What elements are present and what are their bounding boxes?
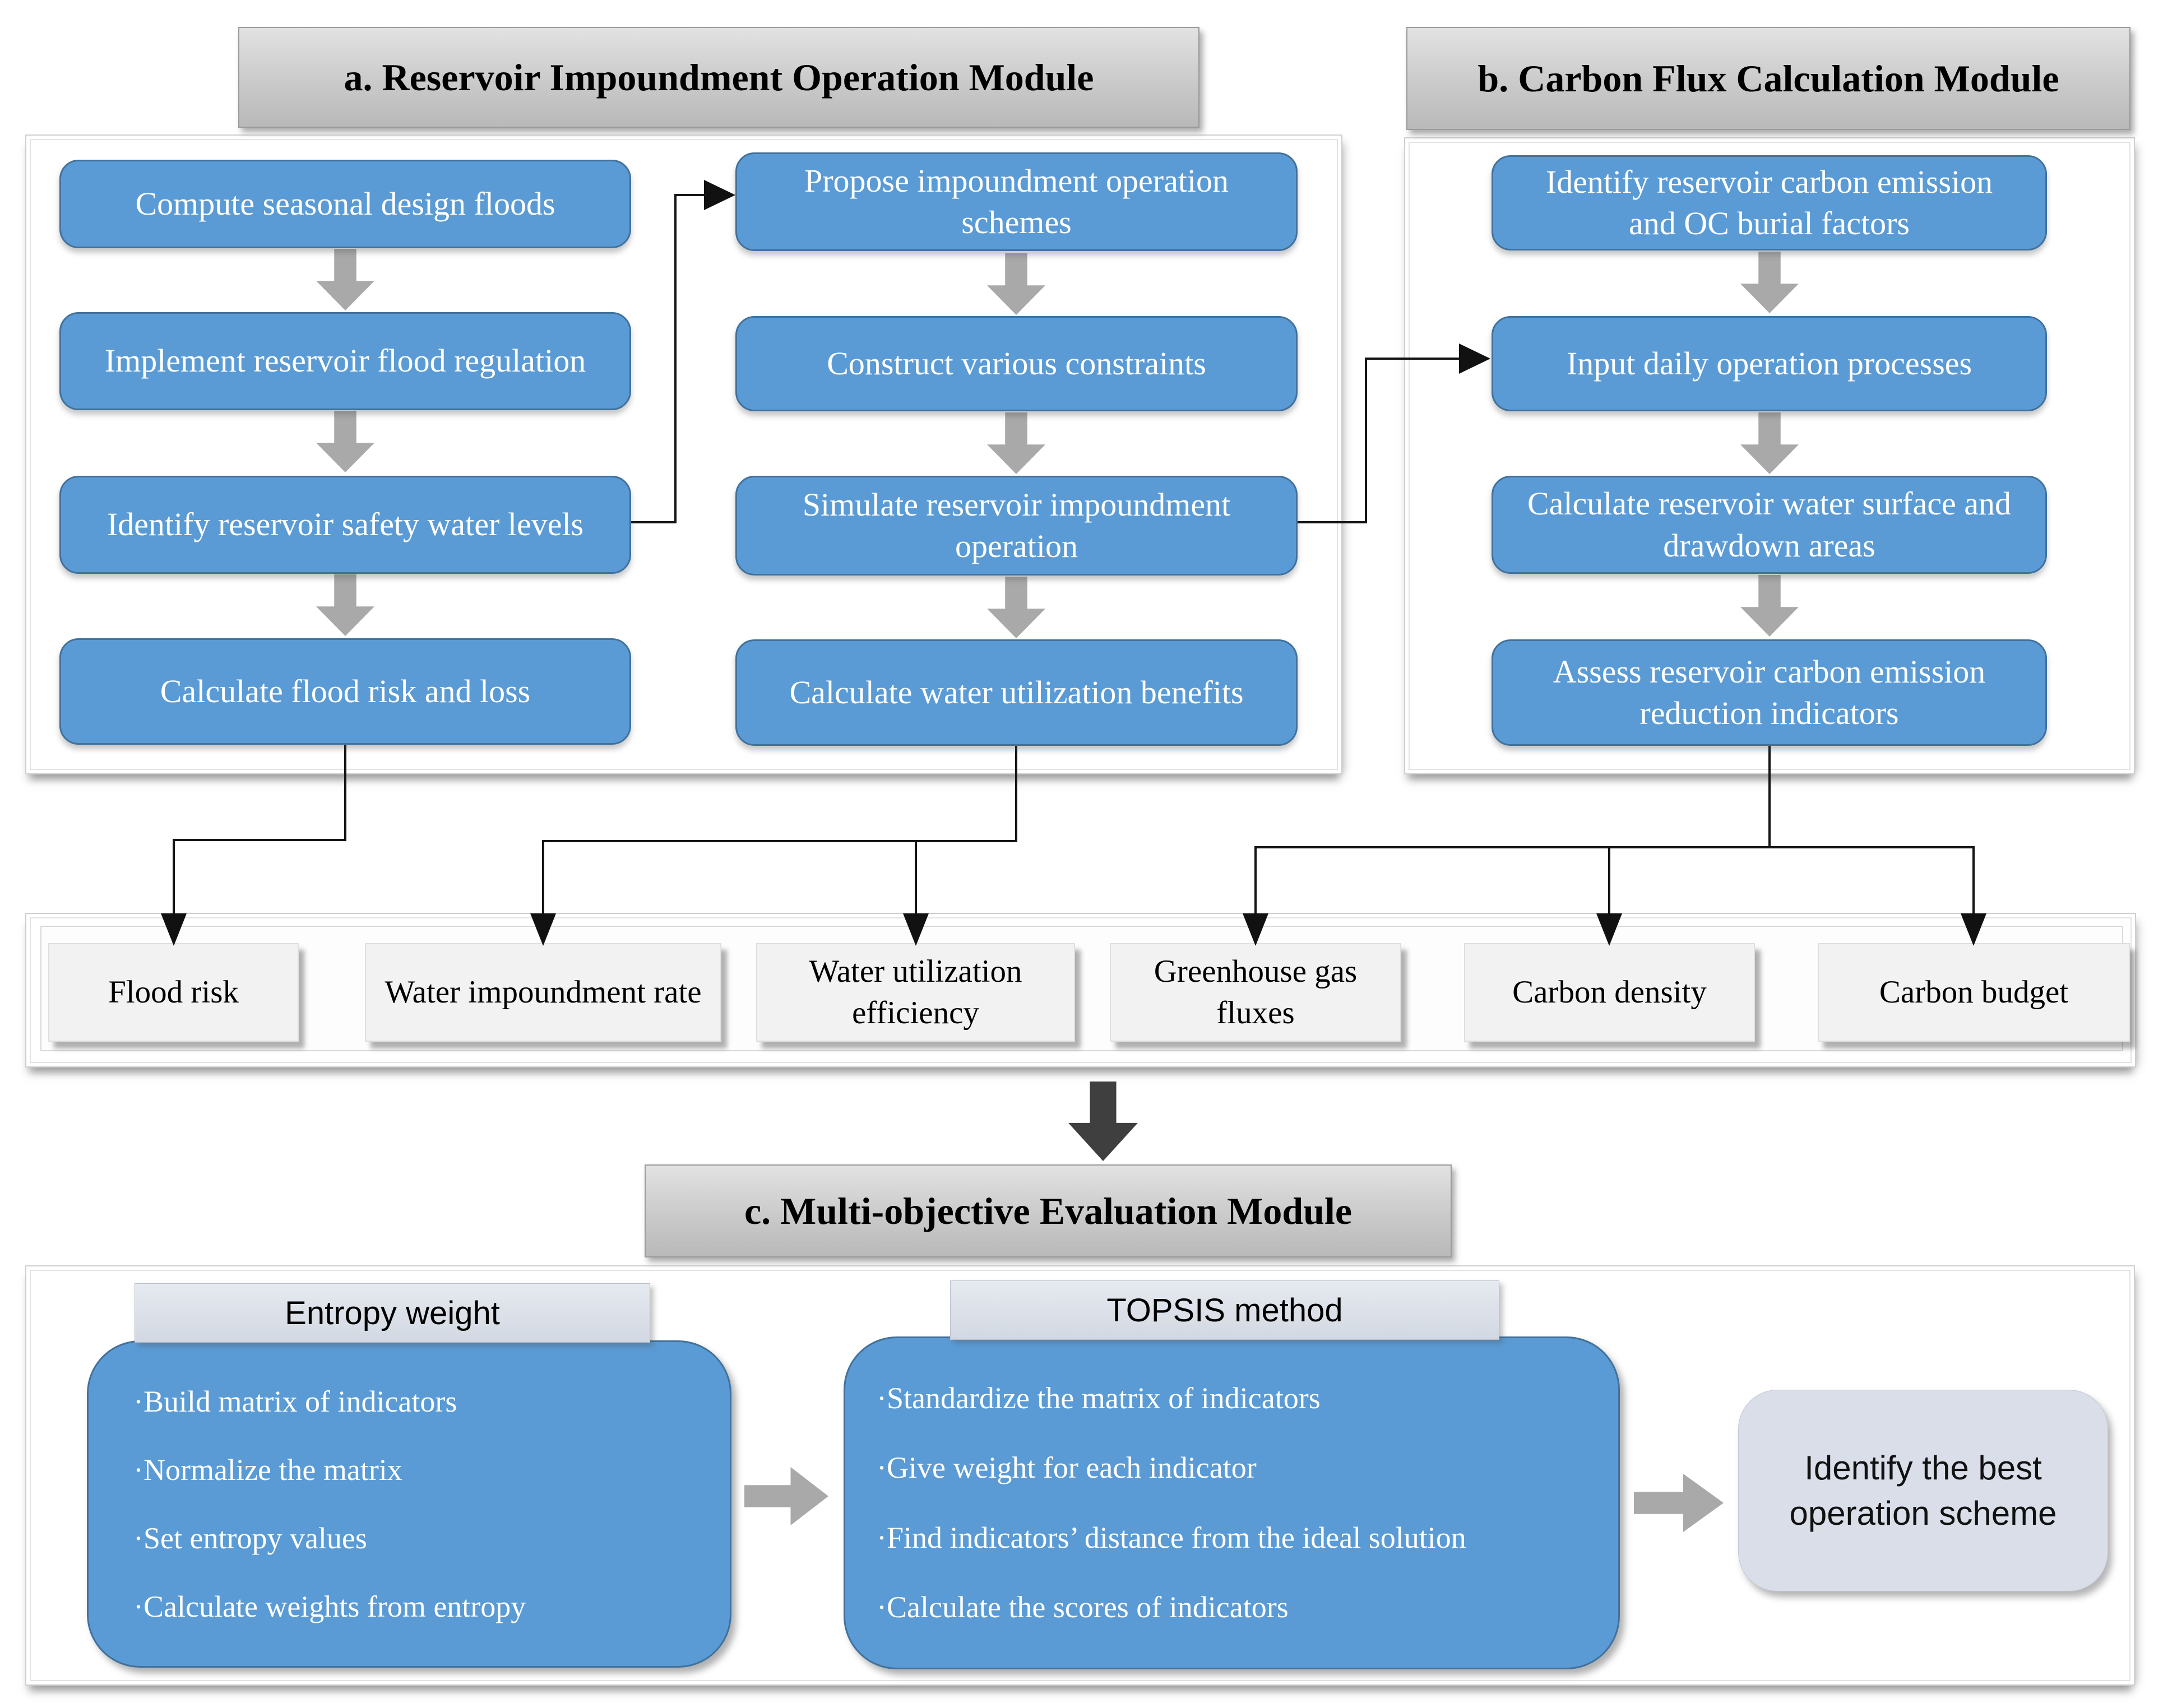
box-calculate-water-utilization-benefits: Calculate water utilization benefits — [735, 639, 1298, 746]
indicator-greenhouse-gas-fluxes: Greenhouse gas fluxes — [1110, 943, 1401, 1042]
connector-line — [674, 194, 677, 523]
connector-line — [344, 745, 346, 841]
module-a-title: a. Reservoir Impoundment Operation Modul… — [238, 27, 1199, 128]
module-b-title: b. Carbon Flux Calculation Module — [1406, 27, 2130, 130]
connector-line — [1608, 846, 1610, 915]
entropy-item: ·Set entropy values — [133, 1521, 367, 1555]
indicator-carbon-density: Carbon density — [1464, 943, 1755, 1042]
topsis-item: ·Calculate the scores of indicators — [877, 1590, 1289, 1625]
indicator-flood-risk: Flood risk — [48, 943, 299, 1042]
entropy-item: ·Build matrix of indicators — [133, 1384, 457, 1418]
box-calculate-flood-risk-and-loss: Calculate flood risk and loss — [59, 638, 631, 745]
arrowhead-down-icon — [161, 913, 187, 946]
arrowhead-right-icon — [704, 180, 735, 210]
connector-line — [542, 840, 544, 915]
topsis-item: ·Give weight for each indicator — [877, 1451, 1257, 1485]
indicator-strip-inner-frame — [40, 926, 2123, 1051]
connector-line — [1365, 358, 1367, 523]
indicator-carbon-budget: Carbon budget — [1818, 943, 2130, 1042]
arrowhead-right-icon — [1459, 344, 1490, 374]
topsis-item: ·Standardize the matrix of indicators — [877, 1381, 1321, 1415]
box-simulate-reservoir-impoundment-operation: Simulate reservoir impoundment operation — [735, 476, 1298, 575]
connector-line — [1298, 521, 1367, 523]
connector-line — [1365, 358, 1461, 360]
connector-line — [173, 839, 346, 841]
connector-line — [1015, 746, 1017, 842]
box-assess-carbon-emission-reduction-indicators: Assess reservoir carbon emission reducti… — [1492, 639, 2047, 746]
connector-line — [674, 194, 706, 196]
box-input-daily-operation-processes: Input daily operation processes — [1492, 316, 2047, 411]
box-construct-various-constraints: Construct various constraints — [735, 316, 1298, 411]
connector-line — [1254, 846, 1257, 915]
entropy-weight-header: Entropy weight — [135, 1283, 650, 1343]
arrowhead-down-icon — [530, 913, 556, 946]
arrowhead-down-icon — [1596, 913, 1622, 946]
arrowhead-down-icon — [903, 913, 929, 946]
topsis-method-panel: ·Standardize the matrix of indicators ·G… — [844, 1336, 1620, 1669]
box-identify-reservoir-safety-water-levels: Identify reservoir safety water levels — [59, 476, 631, 574]
entropy-item: ·Normalize the matrix — [133, 1452, 402, 1487]
entropy-weight-panel: ·Build matrix of indicators ·Normalize t… — [87, 1340, 731, 1668]
connector-line — [1972, 846, 1975, 915]
connector-line — [542, 840, 1017, 842]
box-calculate-reservoir-water-surface: Calculate reservoir water surface and dr… — [1492, 476, 2047, 574]
module-c-title: c. Multi-objective Evaluation Module — [645, 1164, 1452, 1257]
arrowhead-down-icon — [1961, 913, 1986, 946]
box-implement-reservoir-flood-regulation: Implement reservoir flood regulation — [59, 312, 631, 410]
big-down-arrow-icon — [1068, 1082, 1138, 1161]
connector-line — [1254, 846, 1975, 848]
box-propose-impoundment-operation-schemes: Propose impoundment operation schemes — [735, 152, 1298, 251]
connector-line — [915, 840, 917, 915]
indicator-water-utilization-efficiency: Water utilization efficiency — [756, 943, 1075, 1042]
connector-line — [173, 839, 175, 915]
result-box-identify-best-operation-scheme: Identify the best operation scheme — [1738, 1390, 2108, 1591]
indicator-water-impoundment-rate: Water impoundment rate — [365, 943, 721, 1042]
box-identify-reservoir-carbon-emission-factors: Identify reservoir carbon emission and O… — [1492, 155, 2047, 250]
connector-line — [1768, 746, 1771, 848]
entropy-item: ·Calculate weights from entropy — [133, 1589, 526, 1623]
topsis-item: ·Find indicators’ distance from the idea… — [877, 1520, 1466, 1554]
connector-line — [631, 521, 677, 523]
arrowhead-down-icon — [1243, 913, 1268, 946]
box-compute-seasonal-design-floods: Compute seasonal design floods — [59, 160, 631, 248]
topsis-method-header: TOPSIS method — [950, 1280, 1499, 1340]
